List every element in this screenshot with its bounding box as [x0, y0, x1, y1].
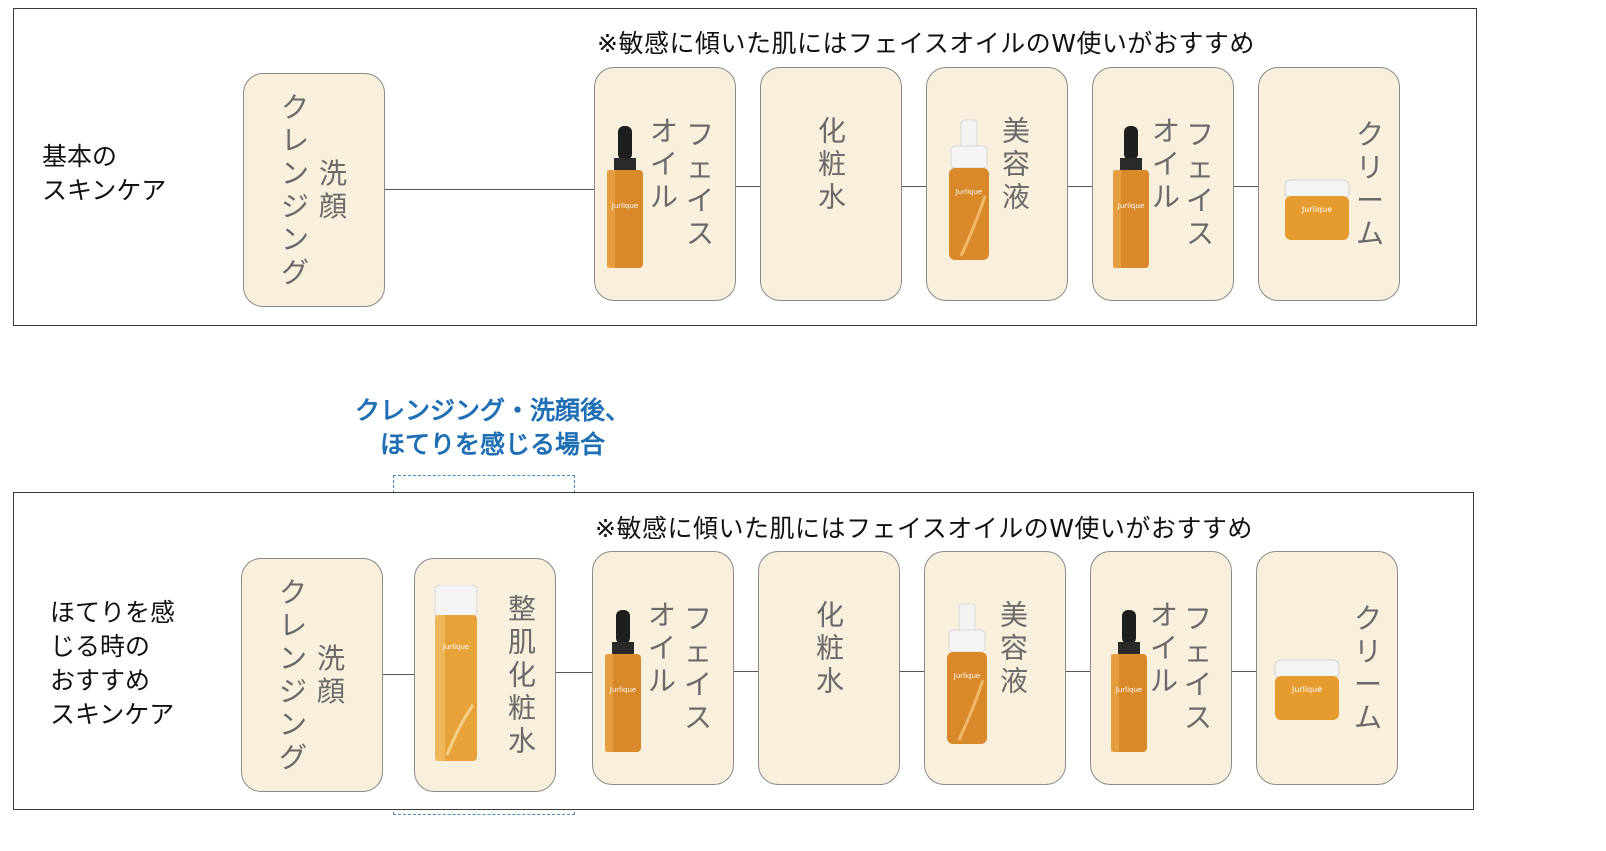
- row1-label: 基本の スキンケア: [42, 140, 166, 208]
- row2-note: ※敏感に傾いた肌にはフェイスオイルのW使いがおすすめ: [595, 514, 1253, 543]
- connector: [899, 671, 924, 672]
- step-label-col: オイル: [649, 114, 678, 214]
- brand-text: Jurlique: [1115, 686, 1142, 694]
- step-label-col: 整肌化粧水: [507, 592, 536, 758]
- step-label-col: フェイス: [1183, 602, 1212, 734]
- connector: [902, 186, 927, 187]
- brand-text: Jurlique: [953, 672, 980, 680]
- row2-label: ほてりを感 じる時の おすすめ スキンケア: [50, 596, 175, 732]
- step-face-oil: Jurlique フェイス オイル: [1090, 551, 1232, 785]
- dropper-bottle-icon: Jurlique: [1111, 610, 1147, 752]
- step-cleansing-facewash: 洗顔 クレンジング: [241, 558, 383, 792]
- step-face-oil: Jurlique フェイス オイル: [1092, 67, 1234, 301]
- step-toner: 化粧水: [758, 551, 900, 785]
- step-cleansing-facewash: 洗顔 クレンジング: [243, 73, 385, 307]
- brand-text: Jurlique: [609, 686, 636, 694]
- connector: [556, 672, 592, 673]
- dropper-bottle-icon: Jurlique: [1113, 126, 1149, 268]
- brand-text: Jurlique: [442, 643, 469, 651]
- step-label-col: クレンジング: [280, 91, 309, 289]
- row2-label-line: おすすめ: [50, 666, 151, 695]
- cream-jar-icon: Jurlique: [1284, 179, 1350, 240]
- step-label-col: クレンジング: [278, 576, 307, 774]
- serum-pump-bottle-icon: Jurlique: [949, 119, 989, 260]
- dropper-bottle-icon: Jurlique: [605, 610, 641, 752]
- row1-note: ※敏感に傾いた肌にはフェイスオイルのW使いがおすすめ: [597, 29, 1255, 58]
- brand-text: Jurlique: [955, 188, 982, 196]
- row1-label-line: スキンケア: [42, 176, 167, 205]
- connector: [1068, 186, 1093, 187]
- connector: [1234, 186, 1259, 187]
- step-serum: Jurlique 美容液: [924, 551, 1066, 785]
- dropper-bottle-icon: Jurlique: [607, 126, 643, 268]
- brand-text: Jurlique: [1117, 202, 1144, 210]
- step-label-col: フェイス: [1185, 118, 1214, 250]
- step-cream: Jurlique クリーム: [1258, 67, 1400, 301]
- step-label-col: オイル: [1151, 114, 1180, 214]
- step-cream: Jurlique クリーム: [1256, 551, 1398, 785]
- connector: [1065, 671, 1090, 672]
- step-label-col: クリーム: [1353, 602, 1382, 734]
- step-label-col: 化粧水: [817, 114, 846, 214]
- step-label-col: クリーム: [1355, 118, 1384, 250]
- brand-text: Jurlique: [611, 202, 638, 210]
- connector: [385, 189, 595, 190]
- step-label-col: フェイス: [683, 602, 712, 734]
- row2-label-line: ほてりを感: [50, 598, 176, 627]
- cream-jar-icon: Jurlique: [1274, 659, 1340, 720]
- step-serum: Jurlique 美容液: [926, 67, 1068, 301]
- row2-label-line: じる時の: [50, 632, 151, 661]
- row1-label-line: 基本の: [42, 142, 118, 171]
- brand-text: Jurlique: [1301, 205, 1332, 214]
- connector: [736, 186, 761, 187]
- brand-text: Jurlique: [1291, 685, 1322, 694]
- connector: [733, 671, 758, 672]
- step-face-oil: Jurlique フェイス オイル: [594, 67, 736, 301]
- serum-pump-bottle-icon: Jurlique: [947, 603, 987, 744]
- connector: [1231, 671, 1256, 672]
- hot-flush-callout: クレンジング・洗顔後、 ほてりを感じる場合: [355, 394, 630, 462]
- step-label-col: 洗顔: [316, 642, 345, 708]
- callout-line: ほてりを感じる場合: [380, 430, 606, 459]
- step-toner: 化粧水: [760, 67, 902, 301]
- step-label-col: オイル: [647, 598, 676, 698]
- step-label-col: 美容液: [999, 598, 1028, 698]
- step-face-oil: Jurlique フェイス オイル: [592, 551, 734, 785]
- step-label-col: 美容液: [1001, 114, 1030, 214]
- step-label-col: オイル: [1149, 598, 1178, 698]
- step-label-col: 洗顔: [318, 157, 347, 223]
- callout-line: クレンジング・洗顔後、: [355, 396, 631, 425]
- step-label-col: フェイス: [685, 118, 714, 250]
- step-label-col: 化粧水: [815, 598, 844, 698]
- toner-bottle-icon: Jurlique: [434, 585, 478, 761]
- connector: [383, 674, 415, 675]
- row2-label-line: スキンケア: [50, 700, 175, 729]
- step-balancing-toner: Jurlique 整肌化粧水: [414, 558, 556, 792]
